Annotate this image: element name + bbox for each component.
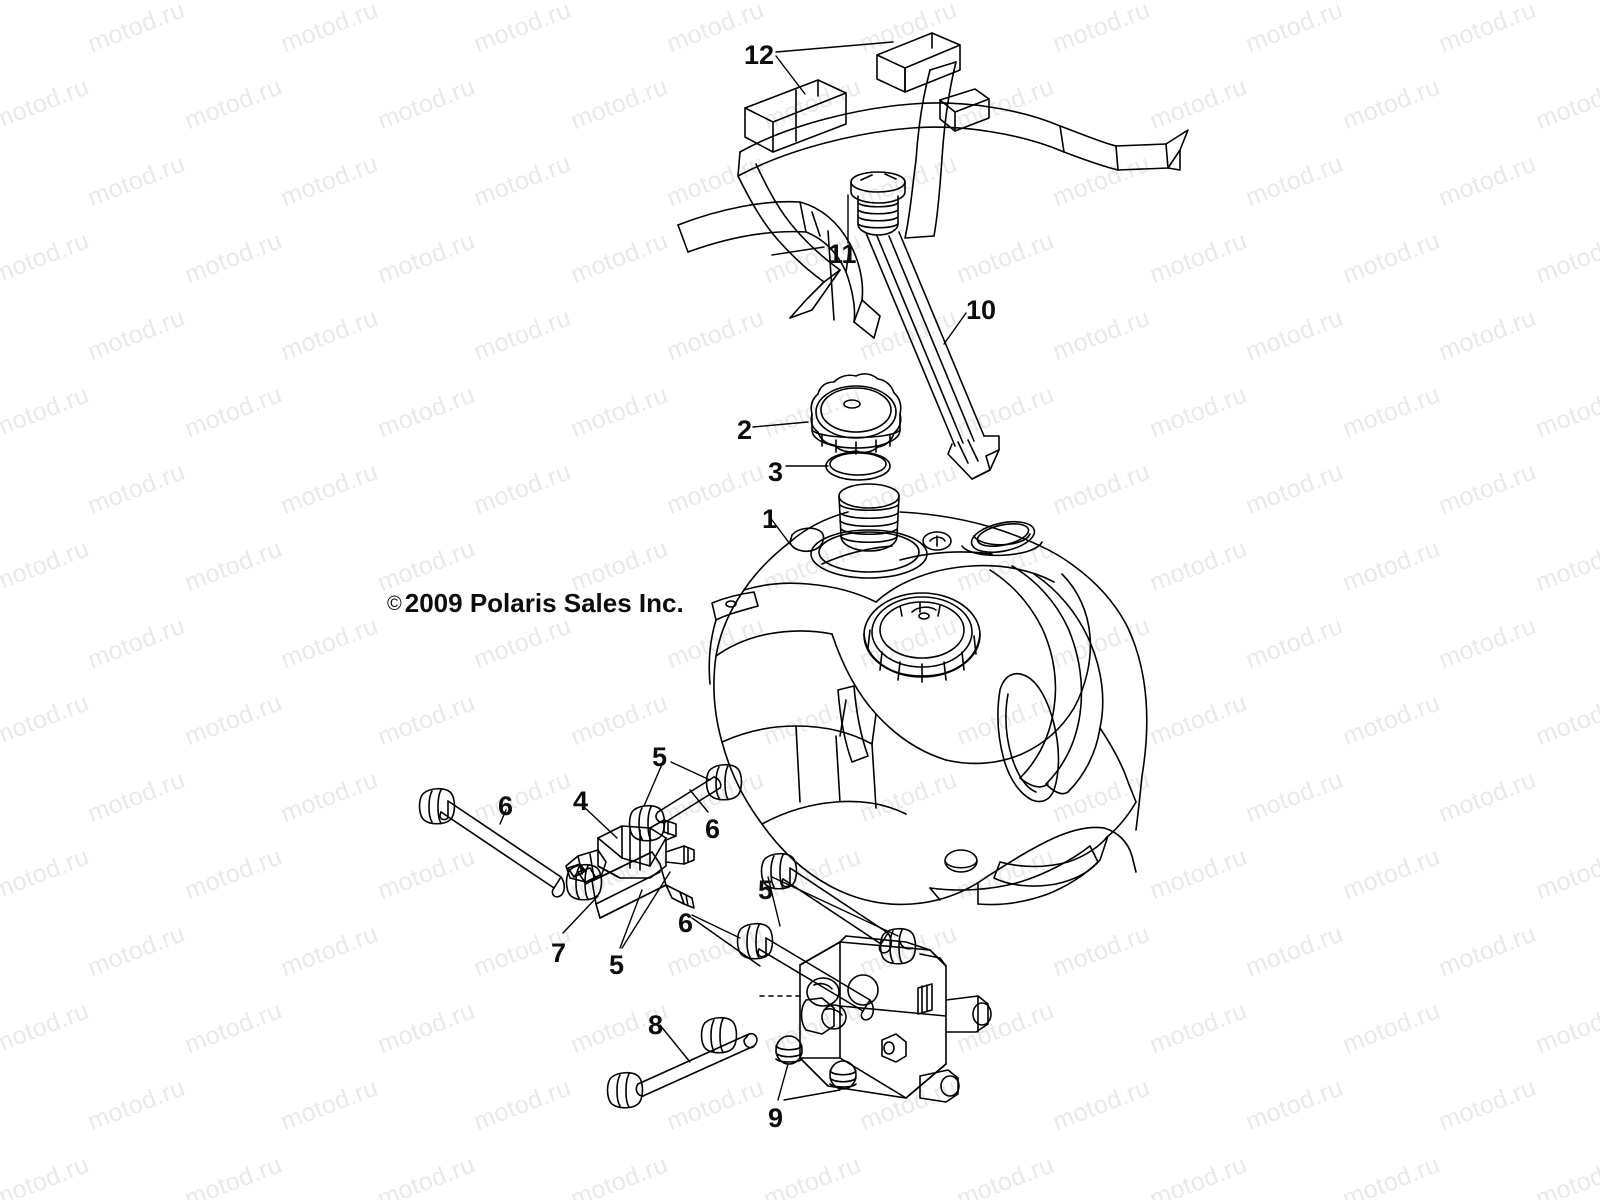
fuel-level-sender-10 [850,171,1000,480]
hose-clamp-5-upper-pair [628,763,743,842]
fuel-pump-module [759,935,992,1103]
callout-1: 1 [762,504,778,534]
hose-clamp-5-free [700,1016,738,1054]
callout-5-upper: 5 [652,742,668,772]
cap-o-ring-3 [825,451,891,481]
fuel-valve-4 [565,819,695,883]
callout-9: 9 [768,1103,784,1133]
fuel-cap-2 [810,373,902,455]
fuel-hose-6a [418,787,566,898]
callout-10: 10 [966,295,997,325]
callout-4: 4 [573,786,589,816]
inline-fuel-filter-7 [567,851,695,919]
callout-3: 3 [768,457,784,487]
callout-11: 11 [828,239,857,269]
callout-6-left: 6 [498,791,514,821]
fuel-hose-6c [781,867,893,954]
callout-5-right: 5 [758,875,774,905]
copyright-text: 2009 Polaris Sales Inc. [404,588,684,618]
callout-6-upper-right: 6 [705,814,721,844]
callout-8: 8 [648,1010,664,1040]
callout-6-mid: 6 [678,908,694,938]
callout-5-lower: 5 [609,950,625,980]
hose-clamp-5-lower [736,922,917,965]
foam-strip-pads-11 [677,61,1189,339]
callout-2: 2 [737,415,753,445]
callout-7: 7 [551,938,567,968]
fuel-tank-1 [708,483,1148,906]
leader-lines [499,41,967,1101]
mounting-grommets-9 [775,1035,857,1090]
callout-12: 12 [744,40,775,70]
fuel-hose-6b [655,776,722,824]
fuel-return-hose-8 [606,1032,758,1109]
fuel-hose-6d [757,937,875,1021]
copyright-symbol: © [387,593,402,615]
copyright-notice: © 2009 Polaris Sales Inc. [387,588,684,619]
